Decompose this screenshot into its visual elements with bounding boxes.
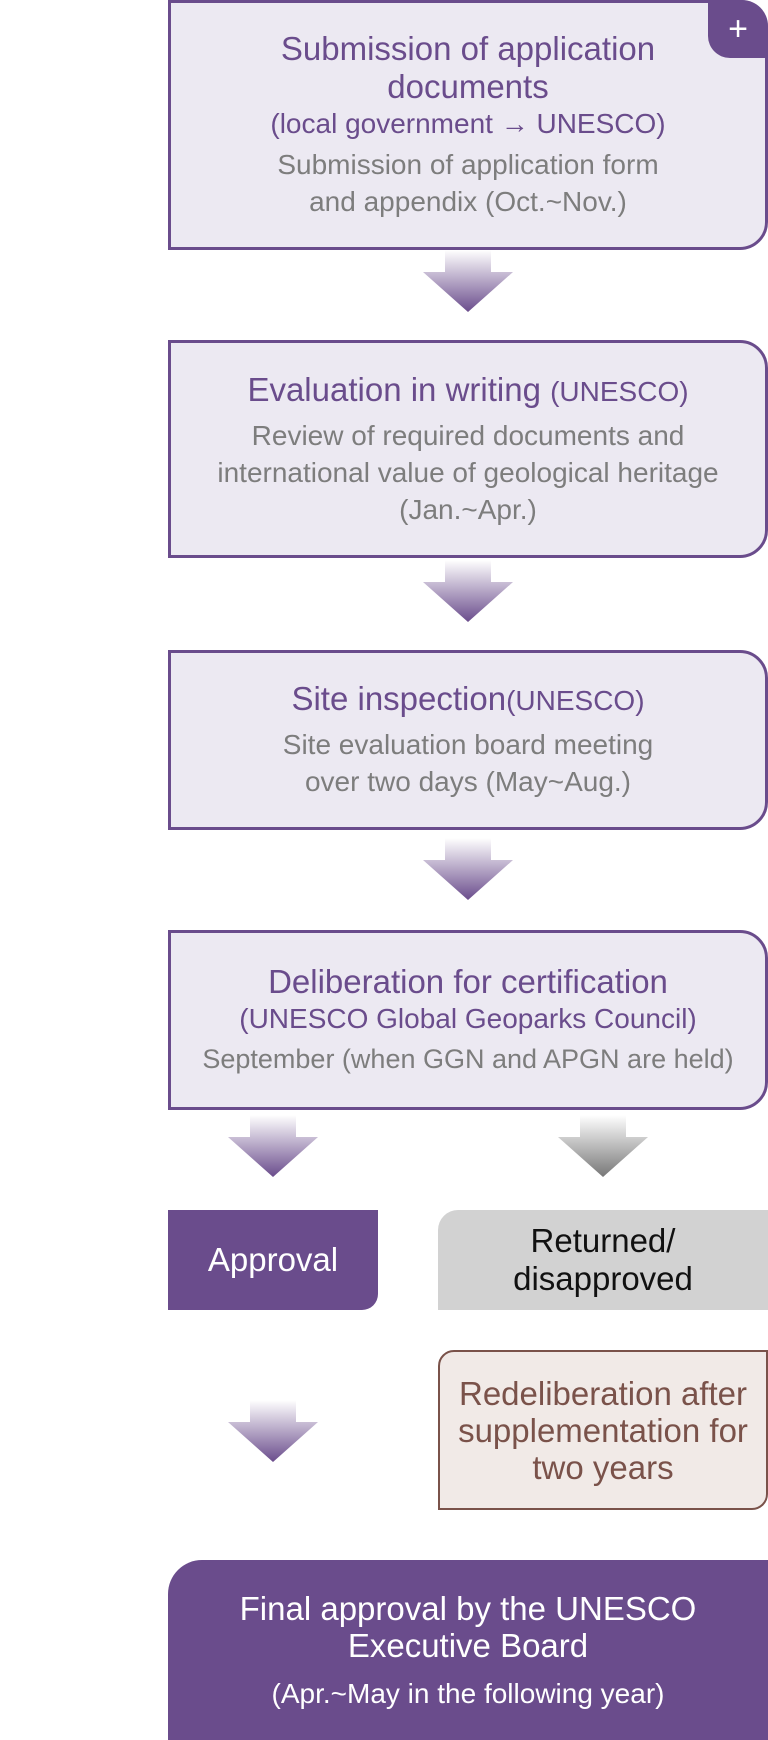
arrow-down-icon [228,1400,318,1462]
step-title: Site inspection(UNESCO) [291,680,645,717]
step-description: Review of required documents and interna… [217,419,719,525]
final-approval-box: Final approval by the UNESCO Executive B… [168,1560,768,1740]
step-description: September (when GGN and APGN are held) [202,1043,734,1074]
step-title: Submission of application documents [280,30,656,105]
arrow-down-icon [423,250,513,312]
final-title: Final approval by the UNESCO Executive B… [239,1590,697,1664]
arrow-down-icon [558,1115,648,1177]
step-description: Site evaluation board meeting over two d… [282,729,654,797]
step-deliberation: Deliberation for certification (UNESCO G… [168,930,768,1110]
step-submission: + Submission of application documents (l… [168,0,768,250]
arrow-down-icon [423,838,513,900]
step-evaluation: Evaluation in writing (UNESCO) Review of… [168,340,768,558]
step-subtitle: (UNESCO Global Geoparks Council) [239,1002,697,1034]
step-site-inspection: Site inspection(UNESCO) Site evaluation … [168,650,768,830]
step-title: Evaluation in writing (UNESCO) [247,370,689,408]
redeliberation-box: Redeliberation after supplementation for… [438,1350,768,1510]
arrow-down-icon [228,1115,318,1177]
expand-button[interactable]: + [708,0,768,58]
returned-box: Returned/ disapproved [438,1210,768,1310]
approval-box: Approval [168,1210,378,1310]
step-title: Deliberation for certification [268,962,668,1000]
step-description: Submission of application form and appen… [277,149,659,217]
step-subtitle: (local government → UNESCO) [270,108,666,139]
final-subtitle: (Apr.~May in the following year) [271,1678,665,1709]
arrow-down-icon [423,560,513,622]
